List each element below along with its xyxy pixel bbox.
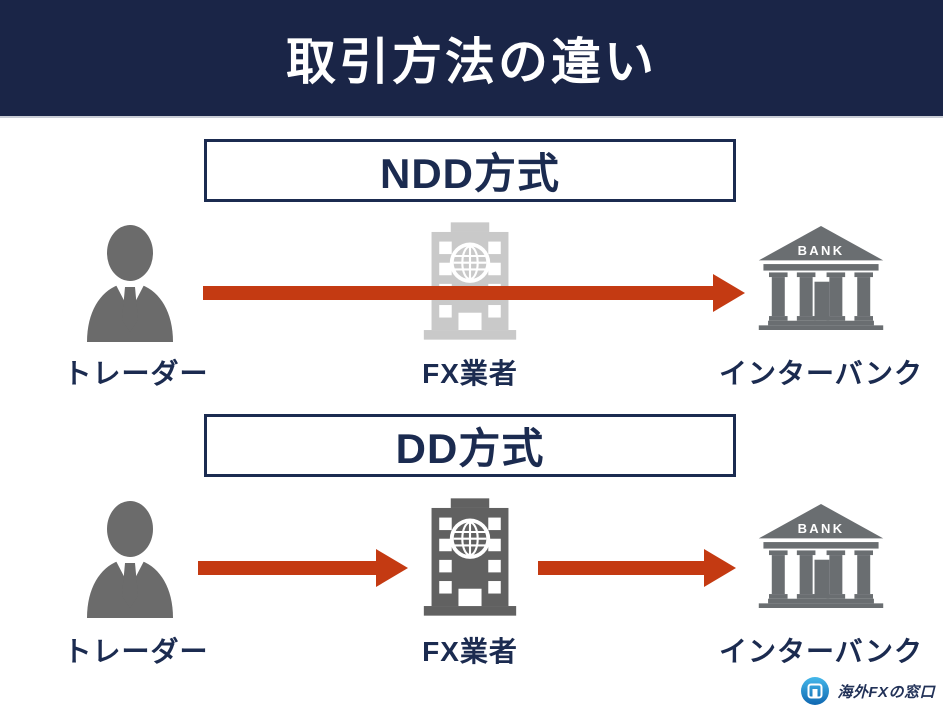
arrow-head-icon <box>376 549 408 587</box>
bank-icon: BANK <box>756 222 886 334</box>
bank-sign-text: BANK <box>798 521 845 536</box>
method-label-dd: DD方式 <box>395 425 545 472</box>
arrow-head-icon <box>704 549 736 587</box>
bank-icon: BANK <box>756 500 886 612</box>
method-box-dd: DD方式 <box>204 414 736 477</box>
arrow-shaft <box>538 561 708 575</box>
flow-arrow-trader-to-interbank <box>203 274 745 312</box>
node-label-trader: トレーダー <box>63 358 209 389</box>
arrow-shaft <box>203 286 717 300</box>
arrow-head-icon <box>713 274 745 312</box>
node-label-trader: トレーダー <box>63 636 209 667</box>
brand-logo: 海外FXの窓口 <box>800 675 935 707</box>
flow-arrow-broker-to-interbank <box>538 549 736 587</box>
businessman-icon <box>80 224 180 342</box>
method-label-ndd: NDD方式 <box>380 150 560 197</box>
flow-arrow-trader-to-broker <box>198 549 408 587</box>
brand-logo-icon <box>800 676 830 706</box>
header-bar: 取引方法の違い <box>0 0 943 118</box>
brand-logo-text: 海外FXの窓口 <box>837 683 935 701</box>
node-label-interbank: インターバンク <box>718 358 924 389</box>
arrow-shaft <box>198 561 380 575</box>
node-label-fx-broker: FX業者 <box>422 636 518 667</box>
bank-sign-text: BANK <box>798 243 845 258</box>
office-building-icon <box>420 496 520 618</box>
node-label-interbank: インターバンク <box>718 636 924 667</box>
method-box-ndd: NDD方式 <box>204 139 736 202</box>
page-title: 取引方法の違い <box>286 34 657 90</box>
businessman-icon <box>80 500 180 618</box>
node-label-fx-broker: FX業者 <box>422 358 518 389</box>
